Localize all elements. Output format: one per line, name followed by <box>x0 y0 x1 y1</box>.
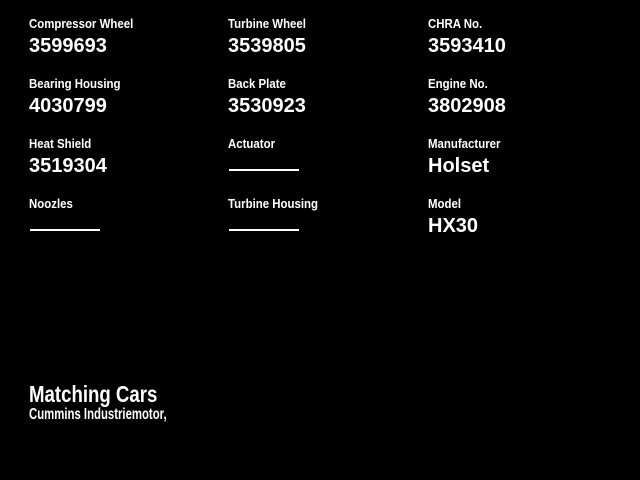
spec-label: Manufacturer <box>428 136 501 151</box>
spec-label: Engine No. <box>428 76 488 91</box>
spec-field: CHRA No. 3593410 <box>428 17 624 56</box>
spec-value-empty-line <box>229 169 299 171</box>
spec-label: Heat Shield <box>29 136 92 151</box>
spec-label: Turbine Housing <box>228 196 319 211</box>
spec-label: CHRA No. <box>428 16 483 31</box>
spec-field: Noozles <box>29 197 225 231</box>
spec-field: Turbine Wheel 3539805 <box>228 17 424 56</box>
matching-cars-section: Matching Cars Cummins Industriemotor, <box>29 381 223 423</box>
spec-value: 3599693 <box>29 35 107 57</box>
spec-field: Turbine Housing <box>228 197 424 231</box>
spec-label: Bearing Housing <box>29 76 121 91</box>
spec-value: 3539805 <box>228 35 306 57</box>
spec-value-empty-line <box>229 229 299 231</box>
spec-field: Heat Shield 3519304 <box>29 137 225 176</box>
spec-label: Compressor Wheel <box>29 16 134 31</box>
matching-cars-list: Cummins Industriemotor, <box>29 406 167 423</box>
spec-grid: Compressor Wheel 3599693 Turbine Wheel 3539… <box>29 17 624 236</box>
spec-value: 3519304 <box>29 155 107 177</box>
spec-value-empty-line <box>30 229 100 231</box>
spec-field: Compressor Wheel 3599693 <box>29 17 225 56</box>
spec-value: 4030799 <box>29 95 107 117</box>
spec-value: 3802908 <box>428 95 506 117</box>
spec-label: Noozles <box>29 196 73 211</box>
spec-field: Actuator <box>228 137 424 171</box>
spec-field: Engine No. 3802908 <box>428 77 624 116</box>
spec-label: Model <box>428 196 462 211</box>
spec-field: Back Plate 3530923 <box>228 77 424 116</box>
spec-label: Turbine Wheel <box>228 16 306 31</box>
spec-value: 3530923 <box>228 95 306 117</box>
spec-value: 3593410 <box>428 35 506 57</box>
spec-label: Back Plate <box>228 76 286 91</box>
spec-field: Bearing Housing 4030799 <box>29 77 225 116</box>
spec-value: HX30 <box>428 215 479 237</box>
matching-cars-title: Matching Cars <box>29 381 158 407</box>
spec-label: Actuator <box>228 136 276 151</box>
spec-value: Holset <box>428 155 490 177</box>
